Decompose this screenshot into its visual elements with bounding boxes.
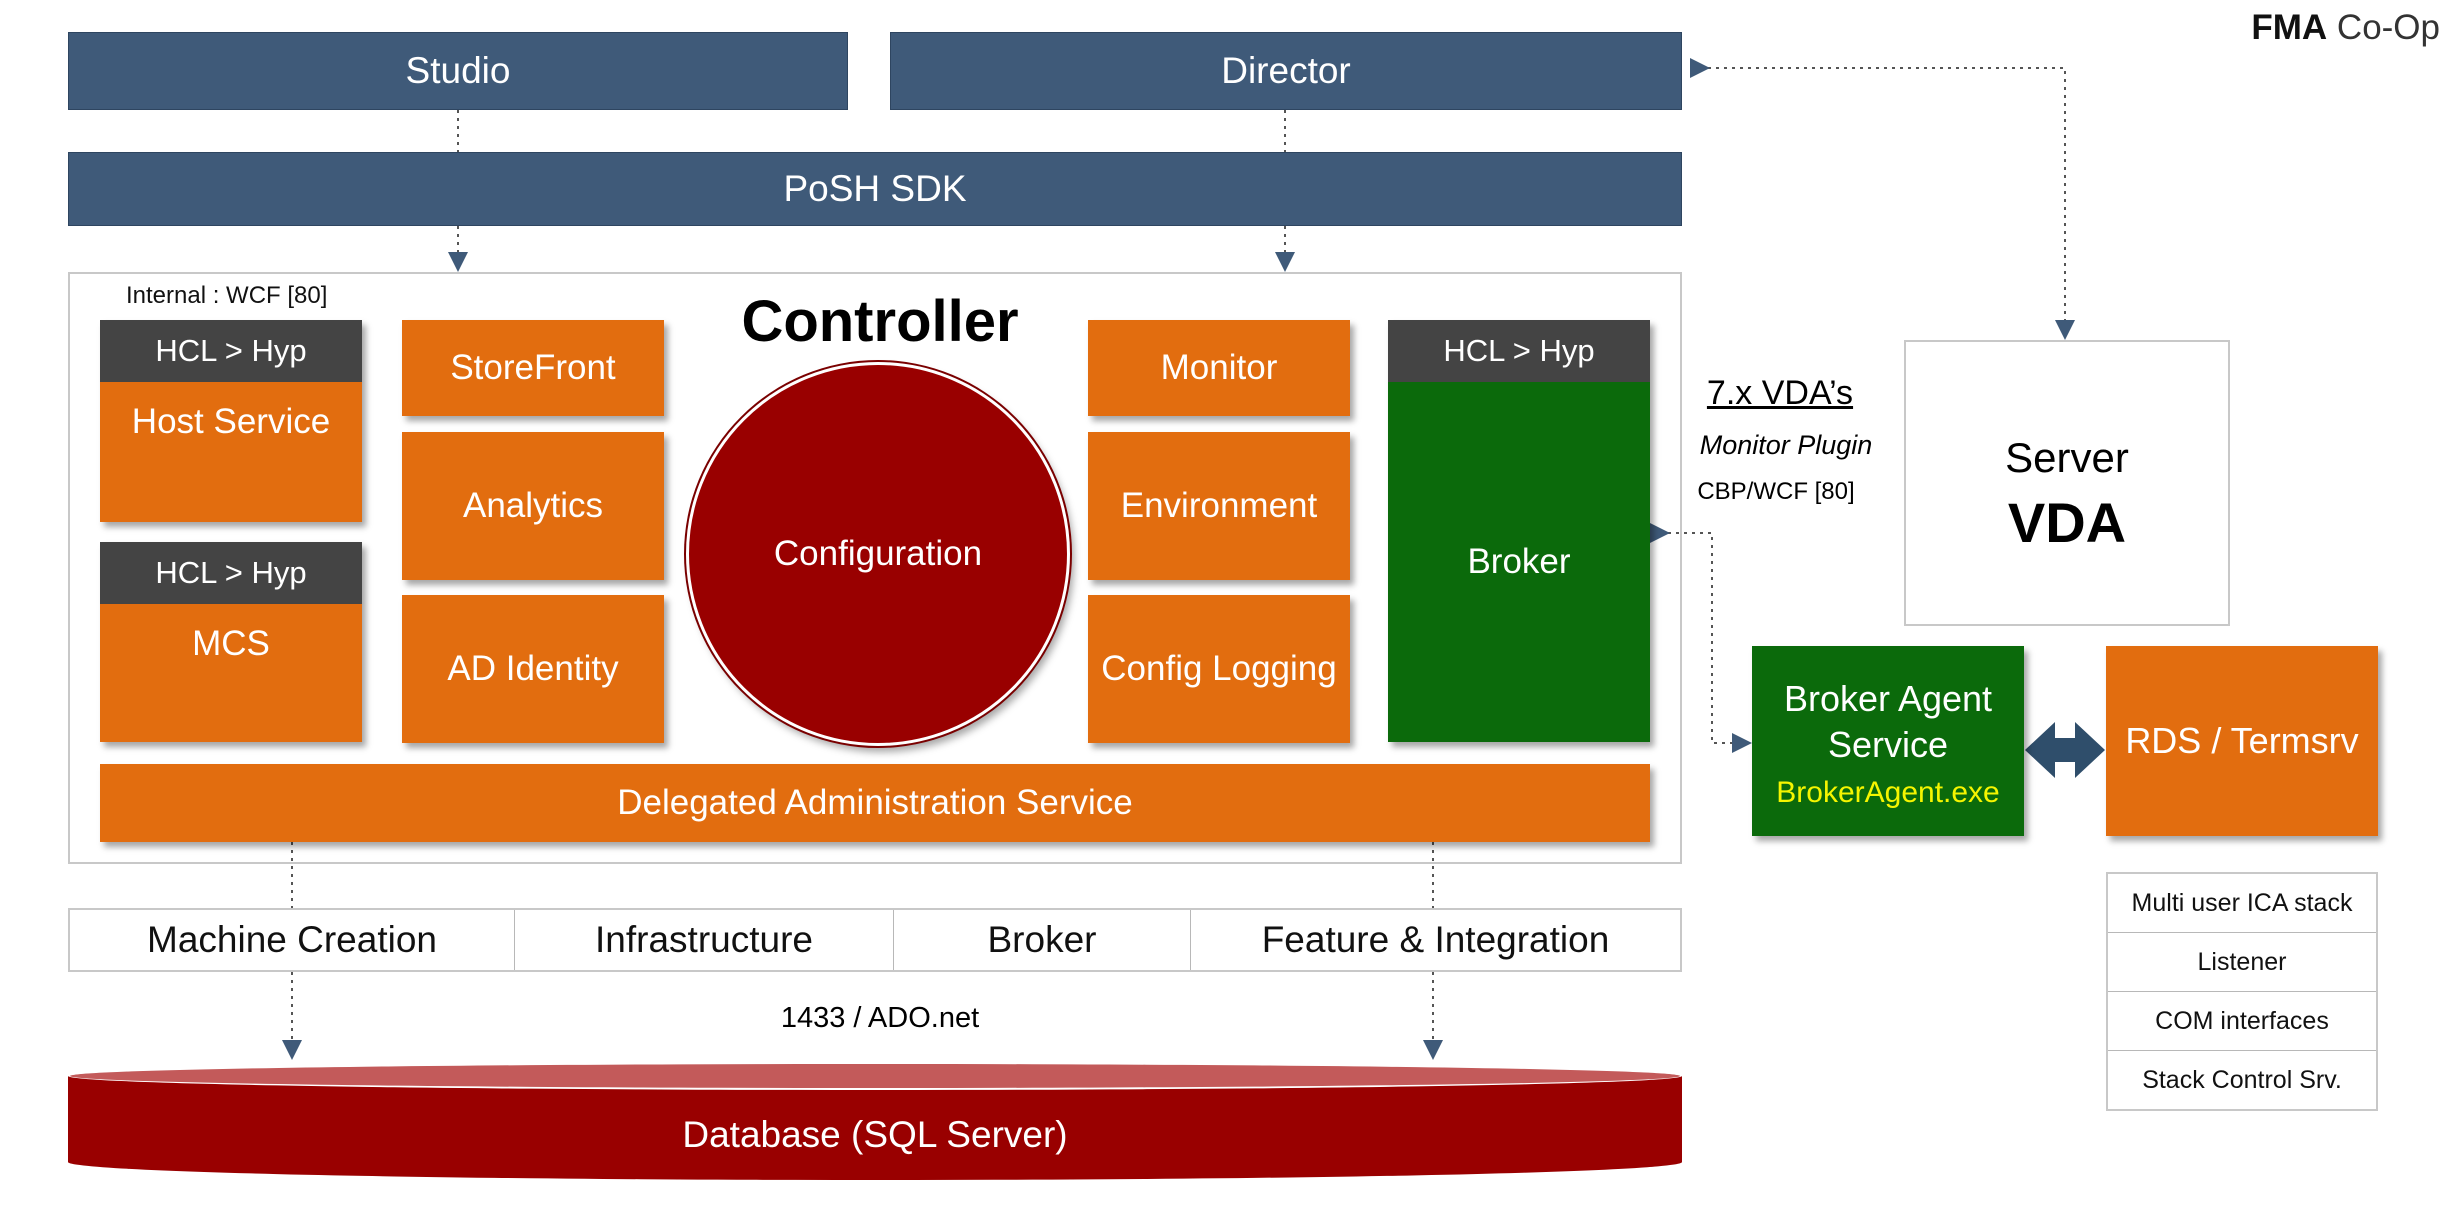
database-body xyxy=(68,1076,1682,1180)
ica-stack-item: Listener xyxy=(2108,933,2376,992)
host-service-label: Host Service xyxy=(100,382,362,522)
ica-stack-item: COM interfaces xyxy=(2108,992,2376,1051)
vda-label: VDA xyxy=(2007,491,2127,554)
controller-title: Controller xyxy=(741,289,1019,354)
configuration-circle: Configuration xyxy=(686,362,1070,746)
schema-row: Machine Creation Infrastructure Broker F… xyxy=(68,908,1682,972)
ica-stack-item: Stack Control Srv. xyxy=(2108,1051,2376,1111)
posh-sdk-box: PoSH SDK xyxy=(68,152,1682,226)
broker-agent-link xyxy=(1650,523,1752,753)
schema-machine-creation: Machine Creation xyxy=(70,910,515,970)
internal-wcf-label: Internal : WCF [80] xyxy=(126,282,328,309)
broker-rds-arrow xyxy=(2025,722,2105,778)
broker-label: Broker xyxy=(1388,382,1650,742)
database-cylinder: Database (SQL Server) xyxy=(68,1062,1682,1180)
database-top xyxy=(68,1062,1682,1090)
monitor-box: Monitor xyxy=(1088,320,1350,416)
host-service-block: HCL > Hyp Host Service xyxy=(100,320,362,522)
broker-agent-title: Broker Agent Service xyxy=(1783,678,1993,765)
studio-box: Studio xyxy=(68,32,848,110)
host-service-hcl-header: HCL > Hyp xyxy=(100,320,362,382)
brand-bold: FMA xyxy=(2251,8,2328,47)
analytics-box: Analytics xyxy=(402,432,664,580)
vda-heading: 7.x VDA’s xyxy=(1706,374,1854,412)
db-protocol-label: 1433 / ADO.net xyxy=(780,1002,980,1034)
ica-stack-list: Multi user ICA stack Listener COM interf… xyxy=(2106,872,2378,1111)
ad-identity-box: AD Identity xyxy=(402,595,664,743)
director-box: Director xyxy=(890,32,1682,110)
database-label: Database (SQL Server) xyxy=(682,1114,1068,1155)
ica-stack-item: Multi user ICA stack xyxy=(2108,874,2376,933)
server-vda-box: Server VDA xyxy=(1904,340,2230,626)
schema-broker: Broker xyxy=(894,910,1191,970)
rds-termsrv-box: RDS / Termsrv xyxy=(2106,646,2378,836)
schema-infrastructure: Infrastructure xyxy=(515,910,894,970)
broker-agent-exe-label: BrokerAgent.exe xyxy=(1776,776,2000,809)
brand-label: FMA Co-Op xyxy=(2225,8,2440,52)
config-logging-box: Config Logging xyxy=(1088,595,1350,743)
broker-hcl-header: HCL > Hyp xyxy=(1388,320,1650,382)
brand-rest: Co-Op xyxy=(2327,8,2440,47)
monitor-plugin-label: Monitor Plugin xyxy=(1699,430,1873,460)
controller-frame xyxy=(68,272,1682,864)
server-label: Server xyxy=(2005,434,2129,481)
mcs-label: MCS xyxy=(100,604,362,742)
mcs-block: HCL > Hyp MCS xyxy=(100,542,362,742)
broker-agent-service-box: Broker Agent Service BrokerAgent.exe xyxy=(1752,646,2024,836)
storefront-box: StoreFront xyxy=(402,320,664,416)
schema-feature-integration: Feature & Integration xyxy=(1261,919,1610,960)
environment-box: Environment xyxy=(1088,432,1350,580)
cbp-wcf-label: CBP/WCF [80] xyxy=(1697,478,1855,505)
broker-block: HCL > Hyp Broker xyxy=(1388,320,1650,742)
delegated-admin-service-bar: Delegated Administration Service xyxy=(100,764,1650,842)
mcs-hcl-header: HCL > Hyp xyxy=(100,542,362,604)
director-vda-link xyxy=(1690,58,2075,340)
